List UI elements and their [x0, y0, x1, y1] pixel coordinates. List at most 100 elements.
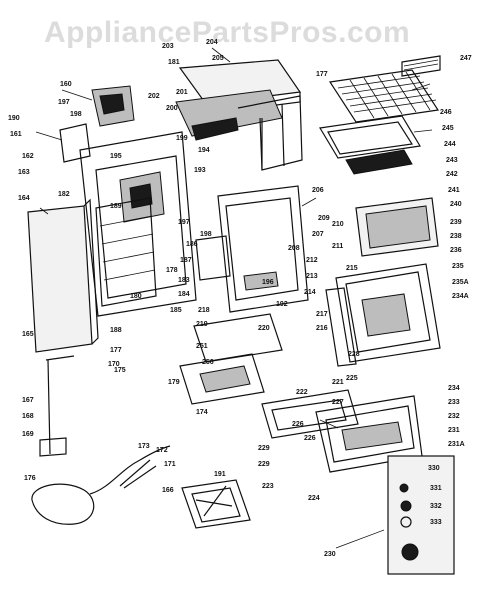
watermark-text: AppliancePartsPros.com	[44, 16, 411, 49]
part-label-220: 220	[258, 325, 270, 332]
part-label-177: 177	[110, 347, 122, 354]
part-label-169: 169	[22, 431, 34, 438]
part-label-197: 197	[178, 219, 190, 226]
part-label-246: 246	[440, 109, 452, 116]
part-label-225: 225	[346, 375, 358, 382]
part-label-229: 229	[258, 461, 270, 468]
part-label-226: 226	[304, 435, 316, 442]
part-label-232: 232	[448, 413, 460, 420]
part-label-166: 166	[162, 487, 174, 494]
oven-door-assembly	[325, 197, 441, 367]
part-label-174: 174	[196, 409, 208, 416]
part-label-332: 332	[430, 503, 442, 510]
part-label-227: 227	[332, 399, 344, 406]
part-label-176: 176	[24, 475, 36, 482]
oven-frame	[195, 185, 309, 313]
part-label-177: 177	[316, 71, 328, 78]
back-panel	[79, 131, 197, 317]
part-label-198: 198	[70, 111, 82, 118]
part-label-204: 204	[206, 39, 218, 46]
part-label-165: 165	[22, 331, 34, 338]
part-label-251: 251	[196, 343, 208, 350]
part-label-171: 171	[164, 461, 176, 468]
part-label-210: 210	[332, 221, 344, 228]
part-label-193: 193	[194, 167, 206, 174]
part-label-178: 178	[166, 267, 178, 274]
part-label-256: 256	[202, 359, 214, 366]
part-label-187: 187	[180, 257, 192, 264]
part-label-239: 239	[450, 219, 462, 226]
part-label-203: 203	[162, 43, 174, 50]
part-label-243: 243	[446, 157, 458, 164]
part-label-217: 217	[316, 311, 328, 318]
instruction-card	[387, 455, 455, 575]
part-label-231: 231	[448, 427, 460, 434]
part-label-179: 179	[168, 379, 180, 386]
part-label-195: 195	[110, 153, 122, 160]
part-label-213: 213	[306, 273, 318, 280]
wire-harness	[31, 445, 171, 525]
part-label-218: 218	[198, 307, 210, 314]
part-label-331: 331	[430, 485, 442, 492]
part-label-231a: 231A	[448, 441, 465, 448]
part-label-236: 236	[450, 247, 462, 254]
part-label-182: 182	[58, 191, 70, 198]
insulation-panel	[95, 197, 157, 307]
part-label-214: 214	[304, 289, 316, 296]
part-label-184: 184	[178, 291, 190, 298]
side-panel-left	[27, 198, 99, 353]
part-label-238: 238	[450, 233, 462, 240]
part-label-162: 162	[22, 153, 34, 160]
part-label-191: 191	[214, 471, 226, 478]
part-label-181: 181	[168, 59, 180, 66]
drawer-assembly	[261, 389, 423, 473]
part-label-160: 160	[60, 81, 72, 88]
part-label-205: 205	[212, 55, 224, 62]
part-label-163: 163	[18, 169, 30, 176]
part-label-234a: 234A	[452, 293, 469, 300]
part-label-173: 173	[138, 443, 150, 450]
part-label-175: 175	[114, 367, 126, 374]
cooktop-assembly	[175, 59, 303, 171]
part-label-211: 211	[332, 243, 343, 250]
part-label-194: 194	[198, 147, 210, 154]
part-label-180: 180	[130, 293, 142, 300]
part-label-170: 170	[108, 361, 120, 368]
part-label-164: 164	[18, 195, 30, 202]
part-label-219: 219	[196, 321, 208, 328]
part-label-185: 185	[170, 307, 182, 314]
part-label-333: 333	[430, 519, 442, 526]
part-label-202: 202	[148, 93, 160, 100]
part-label-188: 188	[110, 327, 122, 334]
part-label-242: 242	[446, 171, 458, 178]
part-label-199: 199	[176, 135, 188, 142]
part-label-235a: 235A	[452, 279, 469, 286]
broiler-insert	[345, 149, 413, 175]
part-label-223: 223	[262, 483, 274, 490]
part-label-183: 183	[178, 277, 190, 284]
part-label-208: 208	[288, 245, 300, 252]
part-label-186: 186	[186, 241, 198, 248]
part-label-172: 172	[156, 447, 168, 454]
part-label-216: 216	[316, 325, 328, 332]
part-label-221: 221	[332, 379, 344, 386]
part-label-229: 229	[258, 445, 270, 452]
part-label-215: 215	[346, 265, 358, 272]
part-label-206: 206	[312, 187, 324, 194]
part-label-198: 198	[200, 231, 212, 238]
part-label-241: 241	[448, 187, 460, 194]
part-label-196: 196	[262, 279, 274, 286]
part-label-192: 192	[276, 301, 288, 308]
part-label-240: 240	[450, 201, 462, 208]
part-number-labels: 1601971981901611621631641651821951891941…	[8, 39, 472, 558]
oven-rack	[328, 55, 441, 123]
burner-box	[179, 313, 283, 405]
burner-base	[181, 479, 251, 529]
part-label-226: 226	[292, 421, 304, 428]
part-label-212: 212	[306, 257, 318, 264]
part-label-224: 224	[308, 495, 320, 502]
part-label-230: 230	[324, 551, 336, 558]
rod-assembly	[39, 355, 75, 457]
part-label-228: 228	[348, 351, 360, 358]
part-label-209: 209	[318, 215, 330, 222]
